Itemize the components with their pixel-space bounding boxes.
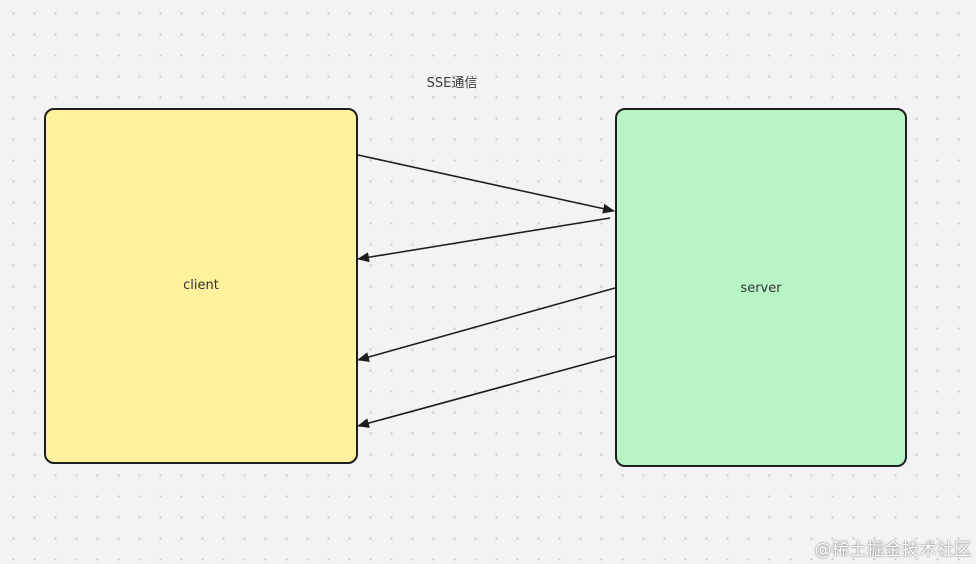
arrow-client-to-server (357, 154, 615, 214)
server-label: server (740, 281, 782, 296)
server-node[interactable]: server (615, 108, 907, 467)
client-label: client (183, 277, 219, 293)
client-node[interactable]: client (44, 108, 358, 464)
watermark: @稀土掘金技术社区 (814, 540, 972, 560)
arrow-server-to-client-1 (357, 217, 611, 263)
arrow-server-to-client-3 (357, 355, 616, 428)
arrow-server-to-client-2 (357, 287, 616, 362)
diagram-title: SSE通信 (426, 76, 478, 91)
